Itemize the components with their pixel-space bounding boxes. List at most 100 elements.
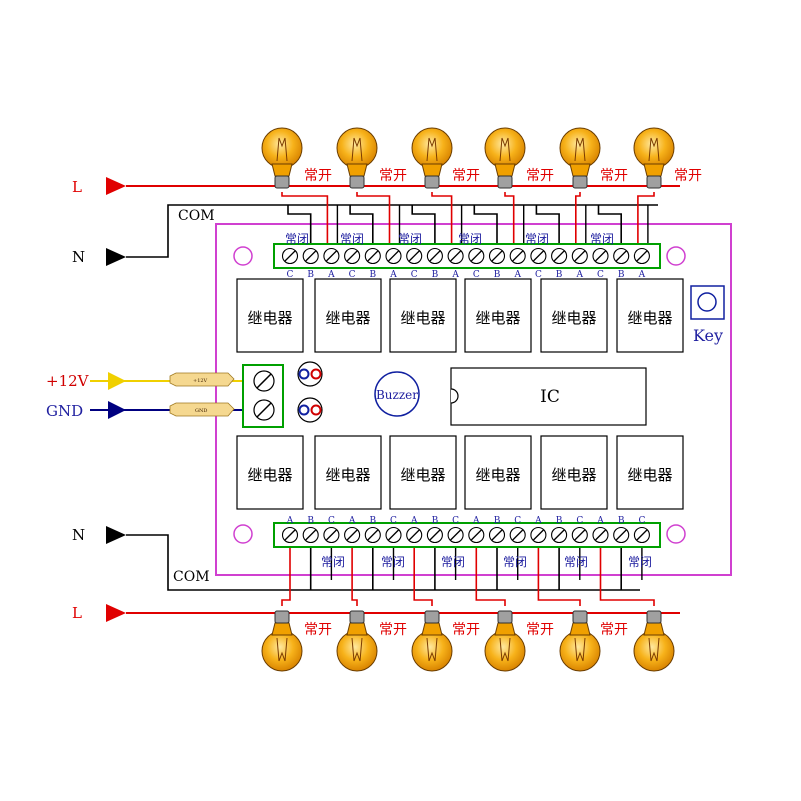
line-arrow-bottom	[106, 604, 126, 622]
nc-label-top: 常闭	[398, 232, 422, 246]
terminal-screw-slot	[305, 250, 317, 262]
lamp-top-5	[559, 127, 601, 189]
terminal-screw-slot	[470, 529, 482, 541]
plus12v-tag	[169, 372, 235, 387]
lamp-filament	[574, 637, 586, 662]
plus12v-tag-text: +12V	[193, 378, 208, 384]
mount-hole-br	[666, 524, 686, 544]
bottom-wiring: 常开常开常开常开常开	[126, 534, 680, 638]
lamp-neck	[421, 163, 443, 177]
gnd-arrow	[108, 401, 126, 419]
terminal-letter-bottom: B	[369, 516, 376, 526]
led-bottom	[297, 397, 323, 423]
lamp-wire-bottom	[413, 543, 433, 606]
terminal-letter-top: C	[535, 270, 542, 280]
lamp-wire-top	[431, 192, 453, 248]
neutral-label-top: N	[72, 248, 85, 266]
nc-label-bottom: 常闭	[503, 555, 527, 569]
lamp-wire-top	[281, 192, 329, 248]
relay-bottom-6: 继电器	[616, 435, 684, 510]
com-label-bottom: COM	[173, 569, 210, 585]
terminal-block-top	[273, 243, 661, 269]
terminal-screw-slot	[429, 250, 441, 262]
gnd-tag	[169, 402, 235, 417]
terminal-letter-bottom: A	[534, 516, 542, 526]
lamp-top-6	[633, 127, 675, 189]
lamp-glass	[411, 630, 453, 672]
terminal-screw-slot	[450, 529, 462, 541]
line-label-top: L	[72, 178, 82, 196]
lamp-wire-bottom	[537, 543, 581, 606]
relay-top-2: 继电器	[314, 278, 382, 353]
terminal-screw-slot	[553, 250, 565, 262]
lamp-base	[646, 175, 662, 189]
lamp-glass	[484, 630, 526, 672]
mount-hole-bl	[233, 524, 253, 544]
terminal-screw-slot	[408, 529, 420, 541]
relay-bottom-4: 继电器	[464, 435, 532, 510]
terminal-letter-bottom: A	[410, 516, 418, 526]
terminal-screw-slot	[532, 529, 544, 541]
relay-bottom-2: 继电器	[314, 435, 382, 510]
lamp-base	[572, 175, 588, 189]
no-label-top: 常开	[452, 168, 480, 184]
lamp-wire-top	[504, 192, 515, 248]
lamp-filament	[426, 137, 438, 162]
relay-body	[236, 278, 304, 353]
gnd-label: GND	[46, 402, 83, 420]
terminal-screw-slot	[450, 250, 462, 262]
lamp-base	[274, 175, 290, 189]
relays: 继电器继电器继电器继电器继电器继电器继电器继电器继电器继电器继电器继电器	[236, 278, 684, 510]
terminal-screw-slot	[367, 250, 379, 262]
lamp-bottom-3	[411, 610, 453, 672]
relay-label: 继电器	[325, 309, 370, 327]
terminal-screw-slot	[574, 529, 586, 541]
relay-label: 继电器	[247, 466, 292, 484]
no-label-top: 常开	[674, 168, 702, 184]
lamp-wire-top	[356, 192, 391, 248]
lamp-neck	[271, 163, 293, 177]
no-label-bottom: 常开	[526, 622, 554, 638]
lamp-wire-bottom	[475, 543, 506, 606]
terminal-letter-bottom: A	[348, 516, 356, 526]
terminal-screw-slot	[553, 529, 565, 541]
com-wire-top	[287, 205, 312, 248]
relay-body	[464, 435, 532, 510]
lamp-glass	[411, 127, 453, 169]
neutral-label-bottom: N	[72, 526, 85, 544]
no-label-top: 常开	[304, 168, 332, 184]
terminal-screw-slot	[636, 250, 648, 262]
line-label-bottom: L	[72, 604, 82, 622]
lamp-neck	[494, 163, 516, 177]
terminal-screw-slot	[615, 529, 627, 541]
nc-label-bottom: 常闭	[441, 555, 465, 569]
nc-label-top: 常闭	[590, 232, 614, 246]
terminal-screw-slot	[325, 529, 337, 541]
lamp-glass	[261, 127, 303, 169]
nc-label-bottom: 常闭	[321, 555, 345, 569]
lamp-base	[497, 610, 513, 624]
terminal-letter-bottom: C	[390, 516, 397, 526]
lamp-glass	[559, 127, 601, 169]
terminal-screw-slot	[595, 250, 606, 262]
lamp-neck	[569, 163, 591, 177]
lamp-glass	[261, 630, 303, 672]
lamp-base	[274, 610, 290, 624]
nc-label-bottom: 常闭	[628, 555, 652, 569]
terminal-screw-slot	[325, 250, 337, 262]
no-label-top: 常开	[600, 168, 628, 184]
relay-label: 继电器	[475, 309, 520, 327]
terminal-screw-slot	[346, 250, 358, 262]
relay-body	[389, 435, 457, 510]
relay-top-1: 继电器	[236, 278, 304, 353]
terminal-letter-bottom: C	[514, 516, 521, 526]
terminal-screw-slot	[595, 529, 606, 541]
nc-label-top: 常闭	[340, 232, 364, 246]
lamp-filament	[351, 137, 363, 162]
terminal-letter-bottom: B	[494, 516, 501, 526]
supply-labels: L N COM N COM L	[72, 177, 215, 622]
terminal-letter-top: A	[451, 270, 459, 280]
terminal-screw-slot	[491, 529, 503, 541]
